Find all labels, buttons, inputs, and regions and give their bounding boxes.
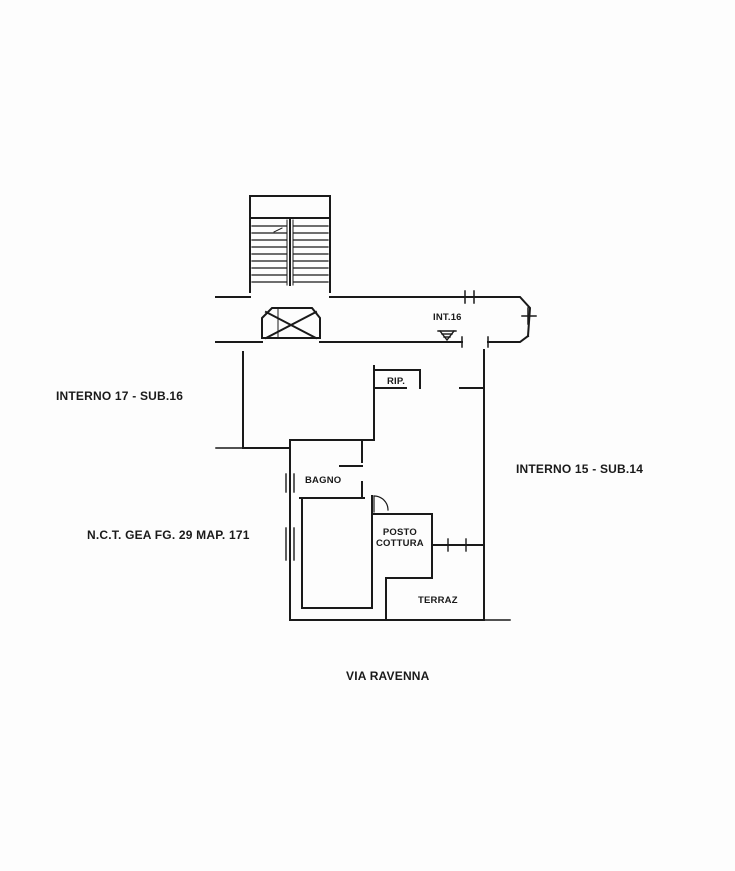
door-swing [373,495,389,513]
corridor-top-wall [215,290,537,338]
cadastral-reference: N.C.T. GEA FG. 29 MAP. 171 [87,528,250,542]
corridor-bottom-wall [215,334,530,348]
kitchen-label: POSTO COTTURA [376,527,424,549]
bathroom-label: BAGNO [305,475,342,486]
unit-number-label: INT.16 [433,312,462,323]
entrance-marker [437,330,457,342]
street-label: VIA RAVENNA [346,669,430,683]
elevator-shaft [261,307,321,340]
apartment-walls [215,349,511,621]
terrace-label: TERRAZ [418,595,458,606]
kitchen-label-line2: COTTURA [376,538,424,549]
neighbor-label-right: INTERNO 15 - SUB.14 [516,462,644,476]
neighbor-label-left: INTERNO 17 - SUB.16 [56,389,184,403]
kitchen-label-line1: POSTO [382,527,417,538]
storage-label: RIP. [387,376,406,387]
stairwell [249,195,331,293]
